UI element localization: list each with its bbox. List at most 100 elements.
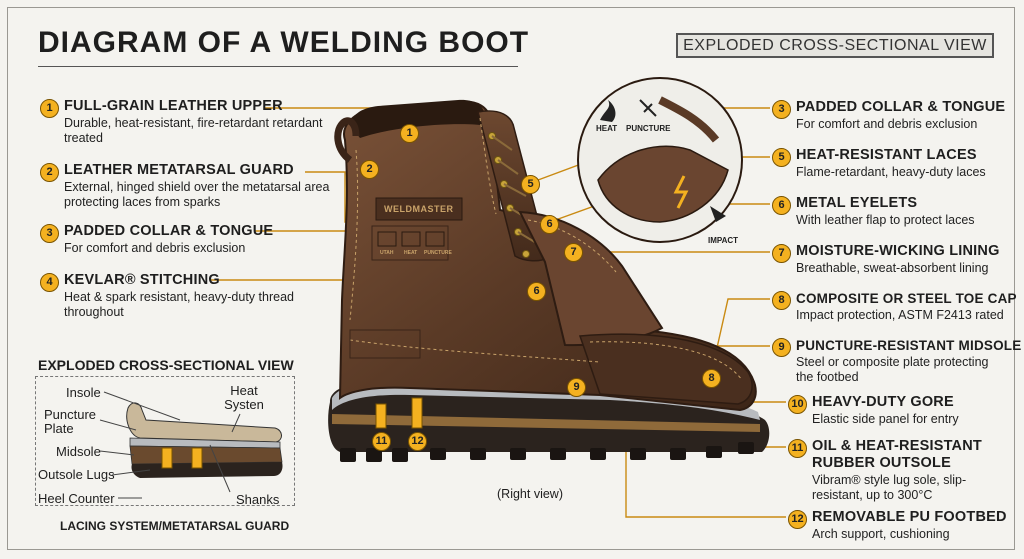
label-title: COMPOSITE OR STEEL TOE CAP: [796, 291, 1017, 306]
label-full-grain-leather-upper: 1 FULL-GRAIN LEATHER UPPER Durable, heat…: [40, 98, 330, 146]
plug-12: [411, 397, 423, 429]
brand-text: WELDMASTER: [384, 204, 454, 214]
pull-loop: [334, 117, 360, 163]
label-desc: Durable, heat-resistant, fire-retardant …: [64, 116, 323, 145]
label-desc: Arch support, cushioning: [812, 527, 950, 541]
label-moisture-wicking-lining: 7 MOISTURE-WICKING LINING Breathable, sw…: [772, 243, 1012, 276]
label-number: 7: [772, 244, 791, 263]
boot-callout-2: 2: [360, 160, 379, 179]
label-puncture-resistant-midsole: 9 PUNCTURE-RESISTANT MIDSOLE Steel or co…: [772, 337, 1022, 385]
inset-footer: LACING SYSTEM/METATARSAL GUARD: [60, 519, 290, 533]
label-title: PADDED COLLAR & TONGUE: [64, 223, 274, 239]
label-number: 4: [40, 273, 59, 292]
inset-title: EXPLODED CROSS-SECTIONAL VIEW: [38, 357, 294, 373]
label-title: HEAVY-DUTY GORE: [812, 394, 954, 410]
boot-callout-7: 7: [564, 243, 583, 262]
label-number: 9: [772, 338, 791, 357]
label-title: HEAT-RESISTANT LACES: [796, 147, 977, 163]
panel-icon-3: [425, 231, 445, 247]
heat-icon: [600, 100, 616, 122]
inset-label-insole: Insole: [66, 385, 101, 400]
label-number: 2: [40, 163, 59, 182]
outsole-lugs: [340, 442, 754, 462]
title-underline: [38, 66, 518, 67]
label-metal-eyelets: 6 METAL EYELETS With leather flap to pro…: [772, 195, 1012, 228]
boot-callout-1: 1: [400, 124, 419, 143]
midsole-band: [332, 414, 760, 432]
label-desc: For comfort and debris exclusion: [796, 117, 978, 131]
label-title: LEATHER METATARSAL GUARD: [64, 162, 294, 178]
impact-caption: IMPACT: [708, 236, 739, 245]
boot-callout-5: 5: [521, 175, 540, 194]
label-desc: With leather flap to protect laces: [796, 213, 975, 227]
boot-collar: [351, 99, 486, 138]
plug-11: [375, 403, 387, 429]
boot-callout-6a: 6: [540, 215, 559, 234]
label-title: FULL-GRAIN LEATHER UPPER: [64, 98, 283, 114]
zoom-leather-flap: [597, 145, 729, 223]
panel-text-1: UTAH: [380, 250, 394, 256]
label-number: 5: [772, 148, 791, 167]
label-desc: Vibram® style lug sole, slip-resistant, …: [812, 473, 967, 502]
boot-callout-8: 8: [702, 369, 721, 388]
label-title: REMOVABLE PU FOOTBED: [812, 509, 1007, 525]
panel-text-2: HEAT: [404, 250, 418, 256]
label-kevlar-stitching: 4 KEVLAR® STITCHING Heat & spark resista…: [40, 272, 300, 320]
label-number: 12: [788, 510, 807, 529]
label-desc: Heat & spark resistant, heavy-duty threa…: [64, 290, 294, 319]
label-title: METAL EYELETS: [796, 195, 918, 211]
label-title: KEVLAR® STITCHING: [64, 272, 220, 288]
inset-leaders: [99, 391, 241, 499]
label-number: 1: [40, 99, 59, 118]
label-number: 3: [772, 100, 791, 119]
boot-callout-12: 12: [408, 432, 427, 451]
label-number: 8: [772, 291, 791, 310]
view-caption: (Right view): [497, 487, 563, 501]
label-desc: Steel or composite plate protecting the …: [796, 355, 989, 384]
boot-callout-9: 9: [567, 378, 586, 397]
label-number: 3: [40, 224, 59, 243]
panel-text-3: PUNCTURE: [424, 250, 452, 256]
label-desc: Elastic side panel for entry: [812, 412, 959, 426]
inset-lugs: [161, 447, 203, 469]
panel-icon-1: [377, 231, 397, 247]
label-desc: Flame-retardant, heavy-duty laces: [796, 165, 986, 179]
label-desc: Breathable, sweat-absorbent lining: [796, 261, 989, 275]
inset-box: [35, 376, 295, 506]
heat-caption: HEAT: [596, 124, 618, 133]
inset-label-heel-counter: Heel Counter: [38, 491, 115, 506]
diagram-title: DIAGRAM OF A WELDING BOOT: [38, 26, 530, 59]
inset-label-shanks: Shanks: [236, 492, 280, 507]
inset-label-puncture-plate: Puncture Plate: [44, 407, 97, 436]
label-desc: For comfort and debris exclusion: [64, 241, 246, 255]
label-padded-collar-tongue-left: 3 PADDED COLLAR & TONGUE For comfort and…: [40, 223, 340, 256]
label-title: OIL & HEAT-RESISTANT RUBBER OUTSOLE: [812, 438, 982, 471]
panel-icon-2: [401, 231, 421, 247]
brand-patch: [375, 197, 463, 221]
inset-label-midsole: Midsole: [56, 444, 101, 459]
label-title: PUNCTURE-RESISTANT MIDSOLE: [796, 338, 1022, 353]
inset-label-outsole-lugs: Outsole Lugs: [38, 467, 115, 482]
safety-panel: [371, 225, 449, 261]
stitching: [349, 117, 743, 381]
label-leather-metatarsal-guard: 2 LEATHER METATARSAL GUARD External, hin…: [40, 162, 340, 210]
toe-cap: [578, 333, 753, 405]
spark-bolt-icon: [673, 175, 689, 209]
label-title: PADDED COLLAR & TONGUE: [796, 99, 1006, 115]
label-padded-collar-tongue-right: 3 PADDED COLLAR & TONGUE For comfort and…: [772, 99, 1012, 132]
label-number: 11: [788, 439, 807, 458]
impact-icon: [710, 206, 726, 222]
label-heat-resistant-laces: 5 HEAT-RESISTANT LACES Flame-retardant, …: [772, 147, 1012, 180]
inset-label-heat-system: Heat Systen: [224, 383, 264, 412]
label-removable-pu-footbed: 12 REMOVABLE PU FOOTBED Arch support, cu…: [788, 509, 1008, 542]
boot-callout-11: 11: [372, 432, 391, 451]
puncture-icon: [639, 99, 657, 117]
zoom-collar: [658, 96, 720, 143]
label-title: MOISTURE-WICKING LINING: [796, 243, 1000, 259]
puncture-caption: PUNCTURE: [626, 124, 671, 133]
diagram-frame: [7, 7, 1015, 550]
label-heavy-duty-gore: 10 HEAVY-DUTY GORE Elastic side panel fo…: [788, 394, 1008, 427]
label-number: 10: [788, 395, 807, 414]
